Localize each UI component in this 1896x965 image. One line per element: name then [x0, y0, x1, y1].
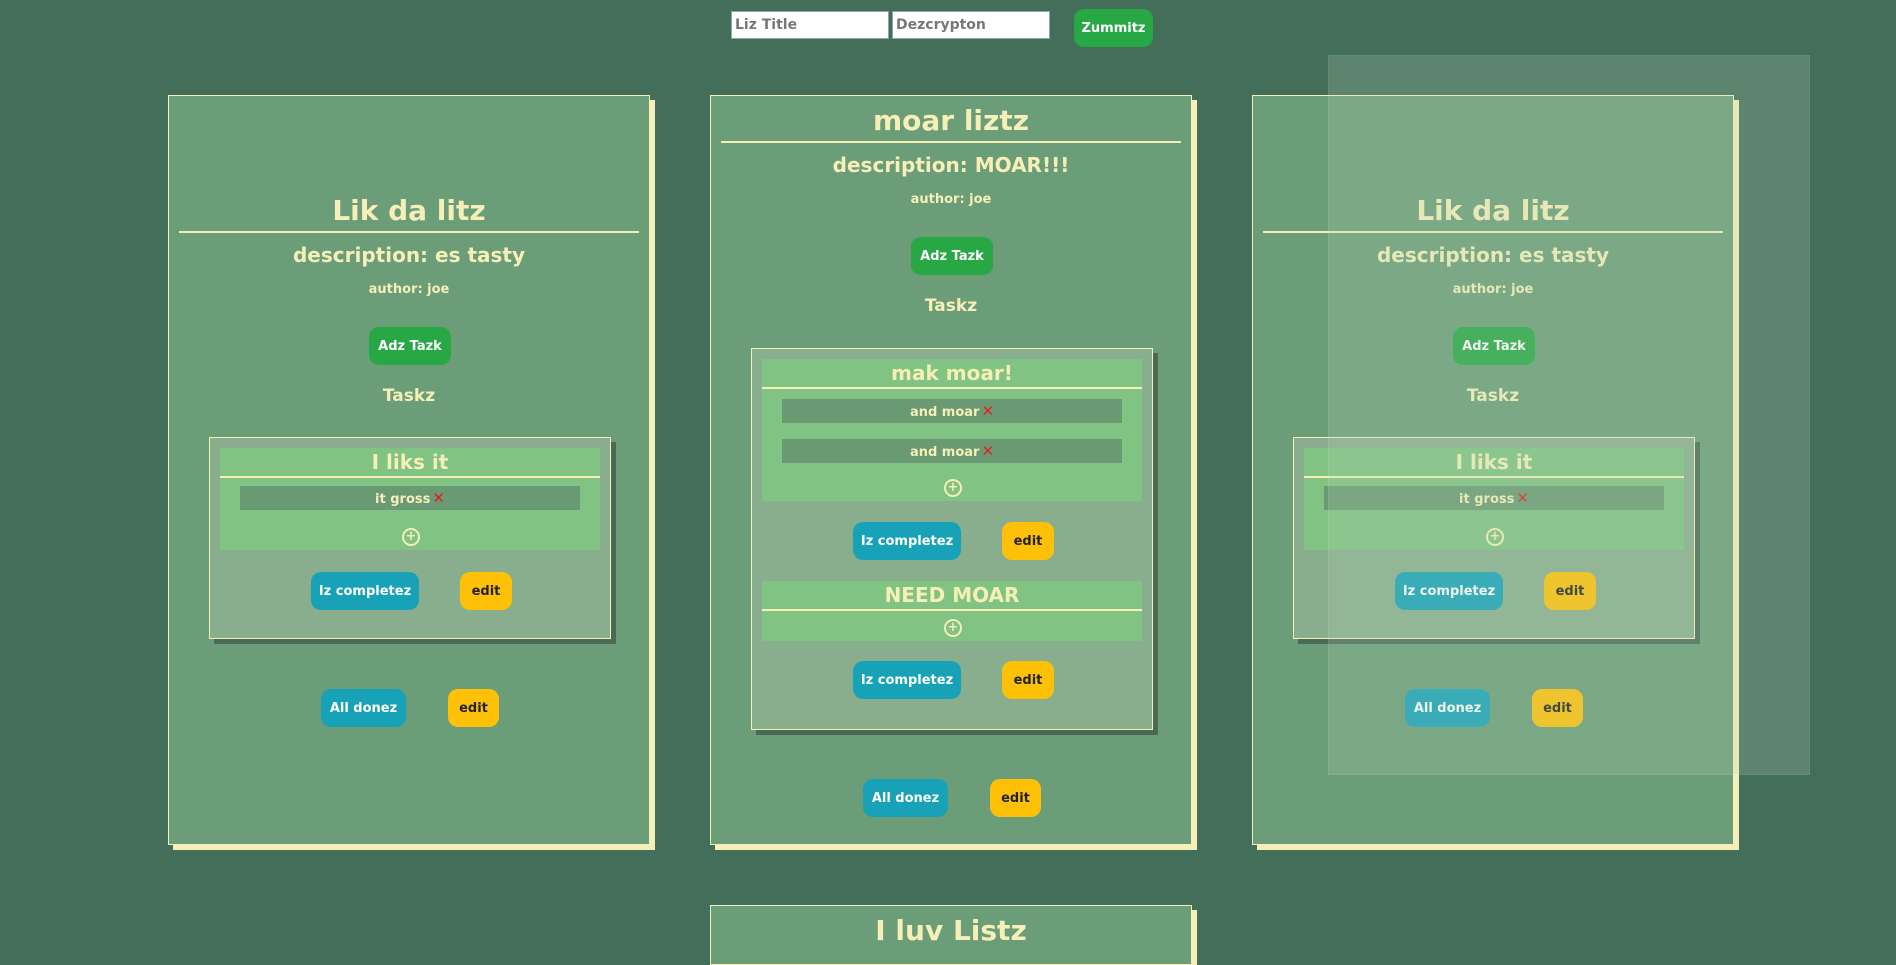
- task-item: I liks it it gross✕ +: [1304, 448, 1684, 550]
- tasks-container: I liks it it gross✕ + Iz completez edit: [209, 437, 611, 639]
- subtask-item: and moar✕: [782, 439, 1122, 463]
- list-title: Lik da litz: [1263, 194, 1723, 233]
- edit-task-button[interactable]: edit: [1002, 522, 1054, 560]
- task-title: I liks it: [220, 448, 600, 478]
- submit-button[interactable]: Zummitz: [1074, 9, 1153, 47]
- task-title: I liks it: [1304, 448, 1684, 478]
- add-task-button[interactable]: Adz Tazk: [1453, 327, 1535, 365]
- subtask-item: and moar✕: [782, 399, 1122, 423]
- task-title: NEED MOAR: [762, 581, 1142, 611]
- remove-subtask-x-icon[interactable]: ✕: [981, 442, 995, 460]
- all-done-button[interactable]: All donez: [1405, 689, 1490, 727]
- list-description-input[interactable]: [892, 11, 1050, 39]
- list-card: moar liztz description: MOAR!!! author: …: [710, 95, 1192, 845]
- list-card: Lik da litz description: es tasty author…: [1252, 95, 1734, 845]
- add-subtask-plus-icon[interactable]: +: [944, 479, 962, 497]
- subtask-item: it gross✕: [240, 486, 580, 510]
- drag-ghost-card: [1328, 55, 1810, 775]
- edit-task-button[interactable]: edit: [1002, 661, 1054, 699]
- list-title: Lik da litz: [179, 194, 639, 233]
- edit-task-button[interactable]: edit: [460, 572, 512, 610]
- complete-task-button[interactable]: Iz completez: [311, 572, 419, 610]
- edit-list-button[interactable]: edit: [448, 689, 499, 727]
- edit-list-button[interactable]: edit: [1532, 689, 1583, 727]
- remove-subtask-x-icon[interactable]: ✕: [981, 402, 995, 420]
- subtask-item: it gross✕: [1324, 486, 1664, 510]
- edit-list-button[interactable]: edit: [990, 779, 1041, 817]
- subtask-label: and moar: [909, 445, 980, 460]
- tasks-header: Taskz: [924, 296, 978, 316]
- list-title: I luv Listz: [875, 914, 1027, 947]
- subtask-label: and moar: [909, 405, 980, 420]
- add-task-button[interactable]: Adz Tazk: [369, 327, 451, 365]
- all-done-button[interactable]: All donez: [321, 689, 406, 727]
- add-subtask-plus-icon[interactable]: +: [402, 528, 420, 546]
- tasks-header: Taskz: [382, 386, 436, 406]
- complete-task-button[interactable]: Iz completez: [853, 661, 961, 699]
- task-item: I liks it it gross✕ +: [220, 448, 600, 550]
- list-author: author: joe: [910, 192, 992, 207]
- list-title: moar liztz: [721, 104, 1181, 143]
- tasks-container: mak moar! and moar✕ and moar✕ + Iz compl…: [751, 348, 1153, 730]
- add-subtask-plus-icon[interactable]: +: [944, 619, 962, 637]
- list-author: author: joe: [368, 282, 450, 297]
- task-item: mak moar! and moar✕ and moar✕ +: [762, 359, 1142, 501]
- add-subtask-plus-icon[interactable]: +: [1486, 528, 1504, 546]
- list-card: Lik da litz description: es tasty author…: [168, 95, 650, 845]
- complete-task-button[interactable]: Iz completez: [1395, 572, 1503, 610]
- list-title-input[interactable]: [731, 11, 889, 39]
- list-description: description: MOAR!!!: [832, 153, 1070, 177]
- task-title: mak moar!: [762, 359, 1142, 389]
- edit-task-button[interactable]: edit: [1544, 572, 1596, 610]
- complete-task-button[interactable]: Iz completez: [853, 522, 961, 560]
- remove-subtask-x-icon[interactable]: ✕: [1516, 489, 1529, 507]
- all-done-button[interactable]: All donez: [863, 779, 948, 817]
- tasks-header: Taskz: [1466, 386, 1520, 406]
- remove-subtask-x-icon[interactable]: ✕: [432, 489, 445, 507]
- add-task-button[interactable]: Adz Tazk: [911, 237, 993, 275]
- list-description: description: es tasty: [1376, 243, 1610, 267]
- subtask-label: it gross: [375, 492, 431, 507]
- list-author: author: joe: [1452, 282, 1534, 297]
- subtask-label: it gross: [1459, 492, 1515, 507]
- list-description: description: es tasty: [292, 243, 526, 267]
- tasks-container: I liks it it gross✕ + Iz completez edit: [1293, 437, 1695, 639]
- list-card: I luv Listz: [710, 905, 1192, 965]
- task-item: NEED MOAR +: [762, 581, 1142, 641]
